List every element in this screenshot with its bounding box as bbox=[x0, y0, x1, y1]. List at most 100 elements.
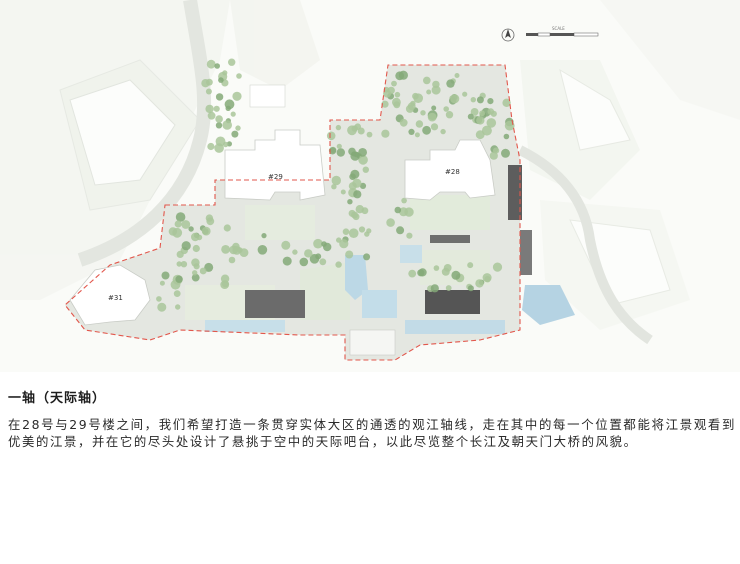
tree-icon bbox=[476, 116, 485, 125]
tree-icon bbox=[362, 166, 369, 173]
tree-icon bbox=[431, 85, 441, 95]
tree-icon bbox=[363, 253, 371, 261]
tree-icon bbox=[391, 80, 397, 87]
tree-icon bbox=[175, 212, 186, 222]
tree-icon bbox=[430, 123, 439, 131]
lawn-areas bbox=[185, 195, 490, 320]
tree-icon bbox=[352, 178, 362, 188]
tree-icon bbox=[228, 256, 236, 264]
tree-icon bbox=[353, 190, 362, 199]
tree-icon bbox=[342, 228, 350, 235]
tree-icon bbox=[173, 290, 181, 297]
tree-icon bbox=[502, 98, 511, 108]
tree-icon bbox=[215, 115, 223, 123]
tree-icon bbox=[309, 253, 320, 264]
tree-icon bbox=[331, 184, 337, 190]
tree-icon bbox=[490, 110, 497, 117]
tree-icon bbox=[392, 97, 401, 107]
tree-icon bbox=[443, 106, 450, 112]
tree-icon bbox=[191, 258, 200, 267]
tree-icon bbox=[222, 120, 232, 130]
tree-icon bbox=[192, 244, 200, 253]
tree-icon bbox=[205, 88, 212, 95]
tree-icon bbox=[206, 59, 216, 69]
tree-icon bbox=[394, 91, 401, 98]
label-building-29: #29 bbox=[268, 173, 283, 181]
tree-icon bbox=[319, 258, 327, 266]
tree-icon bbox=[361, 207, 369, 215]
tree-icon bbox=[475, 279, 484, 288]
tree-icon bbox=[223, 224, 231, 232]
tree-icon bbox=[423, 76, 431, 85]
tree-icon bbox=[304, 249, 313, 258]
tree-icon bbox=[352, 213, 360, 221]
tree-icon bbox=[201, 79, 210, 88]
section-heading: 一轴（天际轴） bbox=[8, 391, 107, 406]
tree-icon bbox=[479, 110, 485, 117]
tree-icon bbox=[232, 242, 240, 251]
tree-icon bbox=[358, 148, 367, 157]
tree-icon bbox=[387, 86, 395, 95]
tree-icon bbox=[221, 245, 231, 254]
tree-icon bbox=[159, 280, 165, 286]
tree-icon bbox=[218, 77, 224, 83]
tree-icon bbox=[282, 256, 292, 266]
tree-icon bbox=[230, 111, 236, 117]
tree-icon bbox=[413, 93, 424, 103]
tree-icon bbox=[201, 226, 211, 236]
tree-icon bbox=[335, 261, 342, 268]
tree-icon bbox=[414, 132, 420, 138]
tree-icon bbox=[206, 217, 215, 226]
tree-icon bbox=[188, 226, 194, 232]
tree-icon bbox=[418, 268, 427, 277]
label-building-28: #28 bbox=[445, 168, 460, 176]
tree-icon bbox=[235, 125, 241, 131]
scale-bar bbox=[526, 32, 599, 37]
tree-icon bbox=[431, 105, 437, 111]
building-28 bbox=[404, 139, 496, 201]
tree-icon bbox=[410, 100, 416, 107]
tree-icon bbox=[470, 97, 476, 103]
tree-icon bbox=[156, 296, 162, 302]
building-31 bbox=[69, 264, 151, 326]
tree-icon bbox=[450, 94, 460, 104]
tree-icon bbox=[215, 122, 223, 129]
tree-icon bbox=[191, 232, 200, 242]
tree-icon bbox=[339, 239, 349, 249]
tree-icon bbox=[326, 131, 336, 141]
tree-icon bbox=[405, 104, 414, 113]
tree-icon bbox=[454, 73, 460, 78]
tree-icon bbox=[192, 270, 198, 276]
tree-icon bbox=[257, 245, 268, 255]
tree-icon bbox=[445, 285, 452, 291]
tree-icon bbox=[168, 227, 178, 236]
tree-icon bbox=[336, 148, 345, 157]
tree-icon bbox=[313, 238, 323, 249]
building-29 bbox=[224, 129, 326, 201]
tree-icon bbox=[161, 271, 170, 280]
tree-icon bbox=[336, 143, 342, 149]
tree-icon bbox=[443, 264, 452, 272]
section-body: 在28号与29号楼之间，我们希望打造一条贯穿实体大区的通透的观江轴线，走在其中的… bbox=[8, 417, 736, 449]
tree-icon bbox=[350, 151, 360, 161]
tree-icon bbox=[486, 118, 497, 128]
tree-icon bbox=[181, 241, 191, 251]
tree-icon bbox=[215, 136, 226, 147]
tree-icon bbox=[366, 131, 373, 138]
tree-icon bbox=[222, 70, 228, 76]
tree-icon bbox=[331, 175, 341, 186]
tree-icon bbox=[223, 141, 229, 148]
road-east bbox=[517, 145, 653, 345]
tree-icon bbox=[336, 237, 342, 243]
tree-icon bbox=[335, 124, 342, 131]
tree-icon bbox=[340, 189, 346, 195]
buildings bbox=[69, 84, 496, 356]
tree-icon bbox=[394, 206, 402, 214]
tree-icon bbox=[395, 71, 405, 81]
tree-icon bbox=[381, 129, 390, 138]
tree-icon bbox=[347, 199, 353, 205]
tree-icon bbox=[207, 111, 216, 120]
tree-icon bbox=[180, 261, 188, 268]
tree-icon bbox=[204, 262, 214, 272]
